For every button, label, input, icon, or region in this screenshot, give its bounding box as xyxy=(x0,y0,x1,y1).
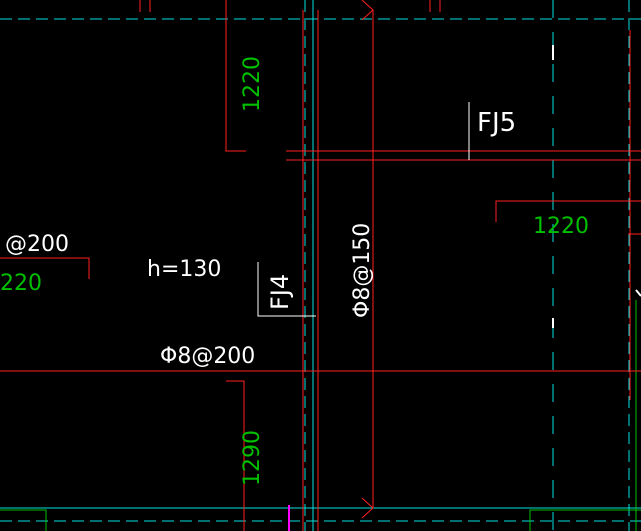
bottom-right-green-edge xyxy=(529,509,641,531)
label-fj5: FJ5 xyxy=(477,108,516,138)
rebar-bottom-hook xyxy=(361,497,374,519)
label-rebar-8-150: Φ8@150 xyxy=(350,223,375,318)
rebar-right-1220-bracket xyxy=(495,200,641,222)
label-slab-thickness: h=130 xyxy=(147,257,221,282)
label-rebar-8-200: Φ8@200 xyxy=(160,344,255,369)
leader-lines xyxy=(257,102,470,317)
dim-1220-top: 1220 xyxy=(240,56,265,112)
marks xyxy=(288,45,641,531)
fj4-leader-line xyxy=(257,262,316,317)
green-outline-lines xyxy=(0,300,641,531)
dim-1220-right: 1220 xyxy=(533,214,589,239)
label-rebar-200-left: @200 xyxy=(5,232,69,257)
rebar-top-1220-bracket xyxy=(225,0,246,152)
dim-1290-bottom: 1290 xyxy=(240,430,265,486)
dim-220-left: 220 xyxy=(0,271,42,296)
rebar-bottom-1290-bracket xyxy=(226,380,245,531)
label-fj4: FJ4 xyxy=(266,274,294,310)
white-dash-mark-3 xyxy=(635,289,641,297)
bottom-left-green-edge xyxy=(0,509,47,531)
rebar-left-220-bracket xyxy=(0,257,90,279)
rebar-top-hook xyxy=(361,0,374,21)
